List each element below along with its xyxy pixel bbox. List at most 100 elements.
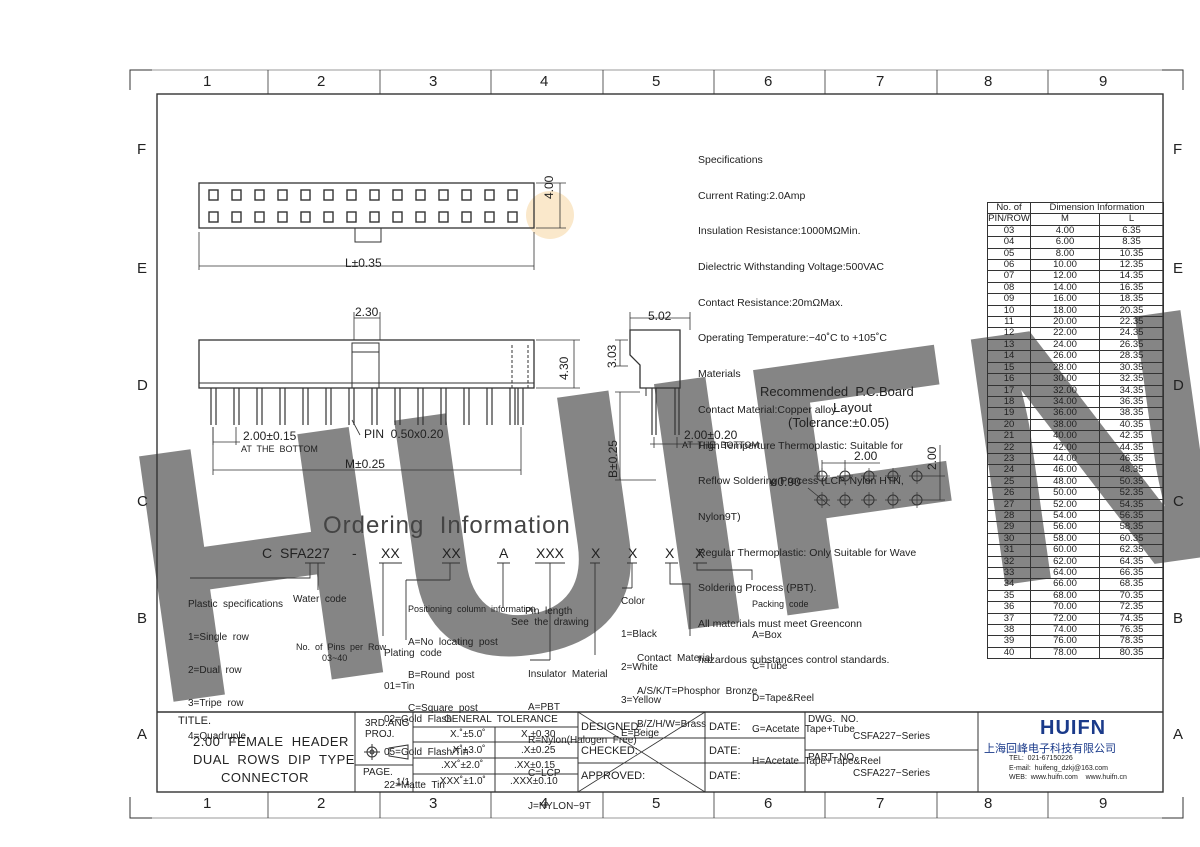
code-color: X [628,545,638,561]
dim-m-cell: 54.00 [1030,509,1100,523]
dim-m-cell: 34.00 [1030,395,1100,409]
designed-label: DESIGNED: [581,721,642,733]
pin-count-cell: 12 [987,327,1031,340]
dim-l-cell: 30.35 [1099,361,1164,375]
spec-line: Current Rating:2.0Amp [698,189,806,202]
dim-l-cell: 8.35 [1099,236,1164,249]
spec-title: Specifications [698,153,763,166]
contact-opt: B/Z/H/W=Brass [637,719,707,730]
col-label: 8 [984,73,993,90]
dim-l-cell: 68.35 [1099,578,1164,591]
ordering-leaders [190,562,753,661]
dim-m-cell: 68.00 [1030,589,1100,603]
pin-count-cell: 32 [987,555,1031,569]
pcb-hole: ø0.90 [770,475,801,489]
approved-label: APPROVED: [581,770,646,782]
table-header-pins-2: PIN/ROW [987,213,1031,226]
pin-count-cell: 18 [987,395,1031,409]
plating-opt: 22=Matte Tin [384,780,445,791]
pin-count-cell: 25 [987,475,1031,489]
spec-line: Soldering Process (PBT). [698,582,817,595]
dim-l-cell: 26.35 [1099,338,1164,352]
pin-count-cell: 04 [987,236,1031,249]
tolerance-title: GENERAL TOLERANCE [444,714,558,725]
spec-line: hazardous substances control standards. [698,653,890,666]
dim-l-cell: 78.35 [1099,635,1164,648]
pin-count-cell: 21 [987,430,1031,443]
spec-line: Reflow Soldering Process (LCP, Nylon HTN… [698,475,904,488]
pin-count-cell: 03 [987,224,1031,238]
dim-l-cell: 22.35 [1099,316,1164,329]
page-label: PAGE. [363,767,393,778]
pin-count-cell: 24 [987,464,1031,477]
dim-l-cell: 56.35 [1099,509,1164,523]
dim-l-cell: 16.35 [1099,281,1164,295]
dim-l-cell: 20.35 [1099,304,1164,318]
contact-title: Contact Material [637,653,713,664]
side-view [615,312,700,481]
title-line: 2.00 FEMALE HEADER [193,734,349,749]
insulator-opt: A=PBT [528,702,560,713]
contact-opt: A/S/K/T=Phosphor Bronze [637,686,758,697]
positioning-opt: B=Round post [408,670,475,681]
title-line: DUAL ROWS DIP TYPE [193,752,355,767]
pin-count-cell: 20 [987,418,1031,432]
tol-angle: .XXX˚±1.0˚ [437,776,486,787]
insulator-opt: R=Nylon(Halogen Free) [528,735,637,746]
pin-count-cell: 27 [987,498,1031,511]
pin-count-cell: 08 [987,281,1031,295]
dim-l-cell: 42.35 [1099,430,1164,443]
dim-m-cell: 30.00 [1030,373,1100,386]
dim-m-cell: 20.00 [1030,316,1100,329]
tol-linear: X.±0.30 [521,729,556,740]
dim-l-cell: 76.35 [1099,624,1164,637]
dim-m-cell: 8.00 [1030,247,1100,261]
dim-l-cell: 40.35 [1099,418,1164,432]
plastic-opt: 2=Dual row [188,665,242,676]
pin-count-cell: 23 [987,452,1031,466]
pin-count-cell: 33 [987,566,1031,580]
dim-m-cell: 42.00 [1030,441,1100,454]
color-opt: 1=Black [621,629,657,640]
pin-count-cell: 31 [987,544,1031,557]
pin-length-2: See the drawing [511,617,589,628]
dim-m-cell: 40.00 [1030,430,1100,443]
pin-count-cell: 19 [987,407,1031,420]
pin-count-cell: 36 [987,601,1031,614]
pin-count-cell: 05 [987,247,1031,261]
part-no-label: PART NO. [808,752,857,763]
pcb-pitch-v: 2.00 [925,446,939,470]
dim-l-cell: 10.35 [1099,247,1164,261]
col-label: 8 [984,795,993,812]
positioning-block: Positioning column information A=No loca… [408,582,536,736]
insulator-block: Insulator Material A=PBT R=Nylon(Halogen… [528,647,637,834]
dim-m-cell: 50.00 [1030,487,1100,500]
tol-linear: .XX±0.15 [514,760,556,771]
col-label: 4 [540,73,549,90]
dim-m-cell: 26.00 [1030,350,1100,363]
dim-l-cell: 34.35 [1099,384,1164,397]
pin-count-cell: 15 [987,361,1031,375]
dim-m-cell: 70.00 [1030,601,1100,614]
dim-l-cell: 18.35 [1099,293,1164,306]
pin-count-cell: 13 [987,338,1031,352]
dim-m-cell: 24.00 [1030,338,1100,352]
packing-opt: D=Tape&Reel [752,692,814,704]
dim-m-cell: 6.00 [1030,236,1100,249]
tol-angle: .XX˚±2.0˚ [441,760,484,771]
plating-opt: 05=Gold Flash/Tin [384,747,469,758]
dim-l-cell: 66.35 [1099,566,1164,580]
company-name: 上海回峰电子科技有限公司 [984,743,1116,755]
dwg-no-label: DWG. NO. [808,714,859,725]
